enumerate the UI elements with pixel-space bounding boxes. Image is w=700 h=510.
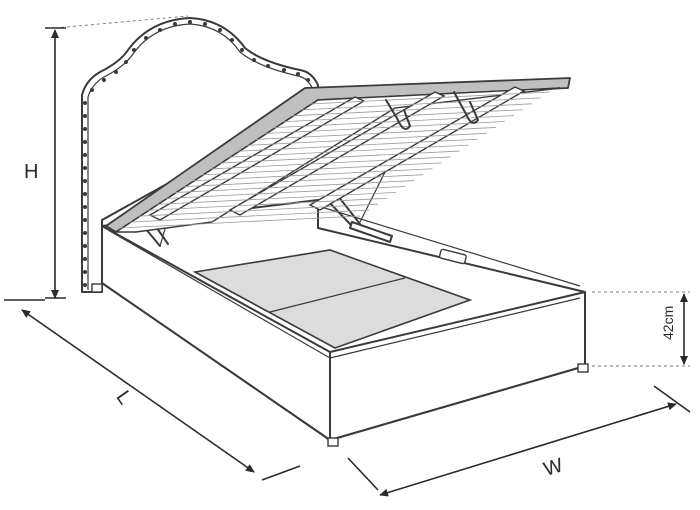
clearance-dimension: 42cm (592, 291, 690, 367)
slat-grain (264, 121, 505, 134)
stud (90, 88, 94, 92)
headboard-foot (91, 283, 103, 293)
height-dimension: H (24, 15, 189, 299)
stud (114, 70, 118, 74)
slat-grain (174, 180, 415, 193)
lifted-mattress-platform (105, 77, 571, 233)
platform-slats (119, 86, 551, 229)
stud (83, 114, 87, 118)
stud (173, 22, 177, 26)
stud (83, 140, 87, 144)
stud (83, 218, 87, 222)
foot-right (577, 363, 589, 373)
slat-grain (165, 186, 406, 199)
stud (218, 28, 222, 32)
stud (83, 205, 87, 209)
slat-grain (129, 209, 370, 223)
slat-grain (228, 144, 469, 158)
headboard (81, 17, 319, 293)
stud (102, 78, 106, 82)
bed-base (101, 199, 589, 447)
slat-grain (138, 203, 379, 217)
slat-grain (156, 191, 397, 205)
stud (83, 231, 87, 235)
stud (158, 28, 162, 32)
slat-grain (192, 168, 433, 182)
headboard-studs (83, 20, 310, 287)
stud (83, 192, 87, 196)
slat-grain (273, 115, 514, 129)
length-label: L (112, 387, 136, 409)
foot-front (327, 437, 339, 447)
stud (83, 166, 87, 170)
slat-grain (201, 162, 442, 176)
stud (124, 60, 128, 64)
stud (203, 22, 207, 26)
slat-grain (183, 174, 424, 188)
slat-grain (291, 103, 532, 117)
stud (83, 127, 87, 131)
stud (83, 283, 87, 287)
stud (252, 58, 256, 62)
stud (282, 68, 286, 72)
clearance-label: 42cm (660, 306, 676, 340)
stud (306, 78, 310, 82)
slat-grain (147, 197, 388, 211)
slat-grain (246, 132, 487, 146)
slat-grain (119, 215, 361, 229)
slat-grain (300, 97, 541, 111)
stud (132, 48, 136, 52)
stud (83, 101, 87, 105)
stud (296, 72, 300, 76)
stud (83, 179, 87, 183)
stud (83, 270, 87, 274)
stud (83, 244, 87, 248)
width-dimension: W (347, 385, 691, 497)
stud (83, 153, 87, 157)
slat-grain (255, 127, 496, 140)
height-label: H (24, 161, 38, 183)
stud (230, 38, 234, 42)
slat (228, 91, 446, 216)
slat-grain (309, 91, 551, 105)
width-label: W (541, 454, 566, 481)
slat-grain (219, 150, 460, 164)
stud (144, 36, 148, 40)
slat-grain (282, 109, 523, 123)
stud (240, 48, 244, 52)
stud (83, 257, 87, 261)
lift-handle (438, 248, 467, 265)
stud (266, 64, 270, 68)
stud (188, 20, 192, 24)
slat-grain (210, 156, 451, 170)
slat-grain (237, 138, 478, 152)
